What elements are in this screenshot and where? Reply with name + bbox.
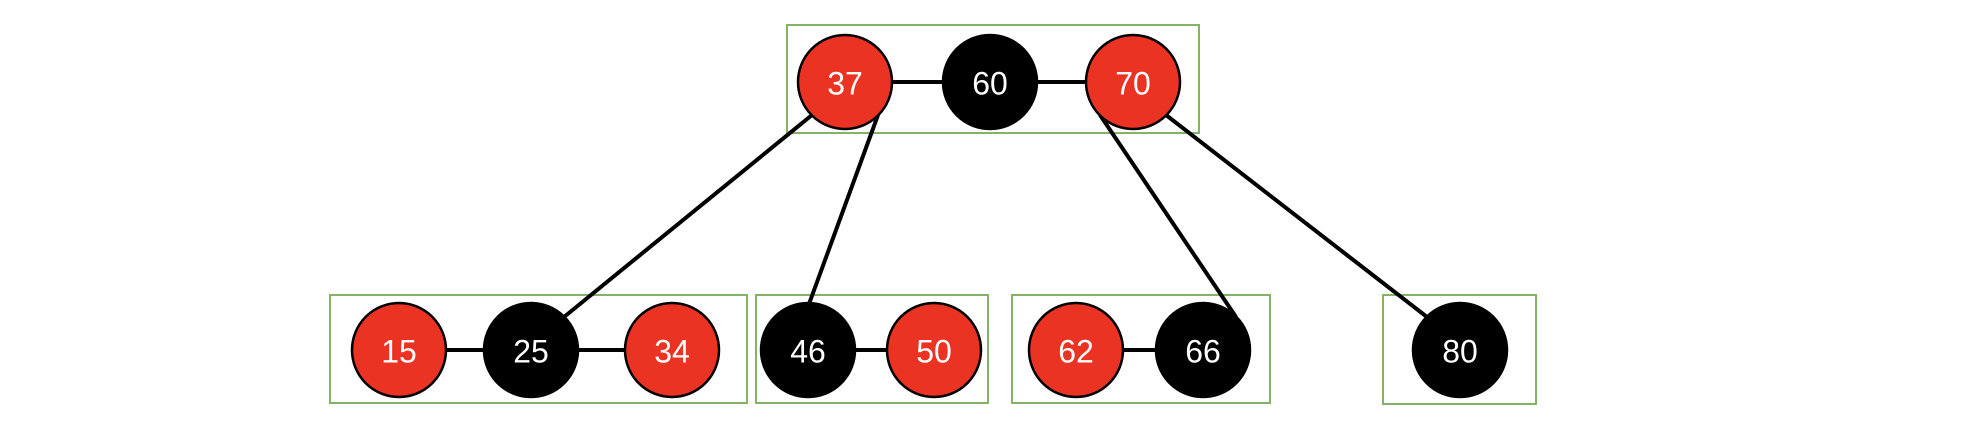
group-box-child-2: [755, 294, 989, 404]
node-label-34: 34: [654, 333, 690, 369]
node-label-70: 70: [1115, 65, 1151, 101]
edge-37-25: [562, 113, 814, 319]
node-circle-80: [1411, 301, 1509, 399]
node-circle-34: [623, 301, 721, 399]
edge-37-46: [807, 114, 880, 305]
node-circle-70: [1084, 33, 1182, 131]
group-box-child-3: [1011, 294, 1271, 404]
edge-70-66: [1098, 113, 1238, 319]
node-circle-25: [482, 301, 580, 399]
node-circle-66: [1154, 301, 1252, 399]
node-label-66: 66: [1185, 333, 1221, 369]
node-label-60: 60: [972, 65, 1008, 101]
node-label-15: 15: [381, 333, 417, 369]
node-circle-15: [350, 301, 448, 399]
group-box-child-4: [1382, 294, 1537, 405]
group-box-child-1: [329, 294, 748, 404]
node-circle-50: [885, 301, 983, 399]
group-box-root: [786, 24, 1200, 134]
node-label-37: 37: [827, 65, 863, 101]
node-label-80: 80: [1442, 333, 1478, 369]
node-circle-46: [759, 301, 857, 399]
node-label-62: 62: [1058, 333, 1094, 369]
node-label-25: 25: [513, 333, 549, 369]
node-circle-37: [796, 33, 894, 131]
node-circle-60: [941, 33, 1039, 131]
node-label-50: 50: [916, 333, 952, 369]
edge-70-80: [1164, 113, 1429, 319]
node-circle-62: [1027, 301, 1125, 399]
node-label-46: 46: [790, 333, 826, 369]
